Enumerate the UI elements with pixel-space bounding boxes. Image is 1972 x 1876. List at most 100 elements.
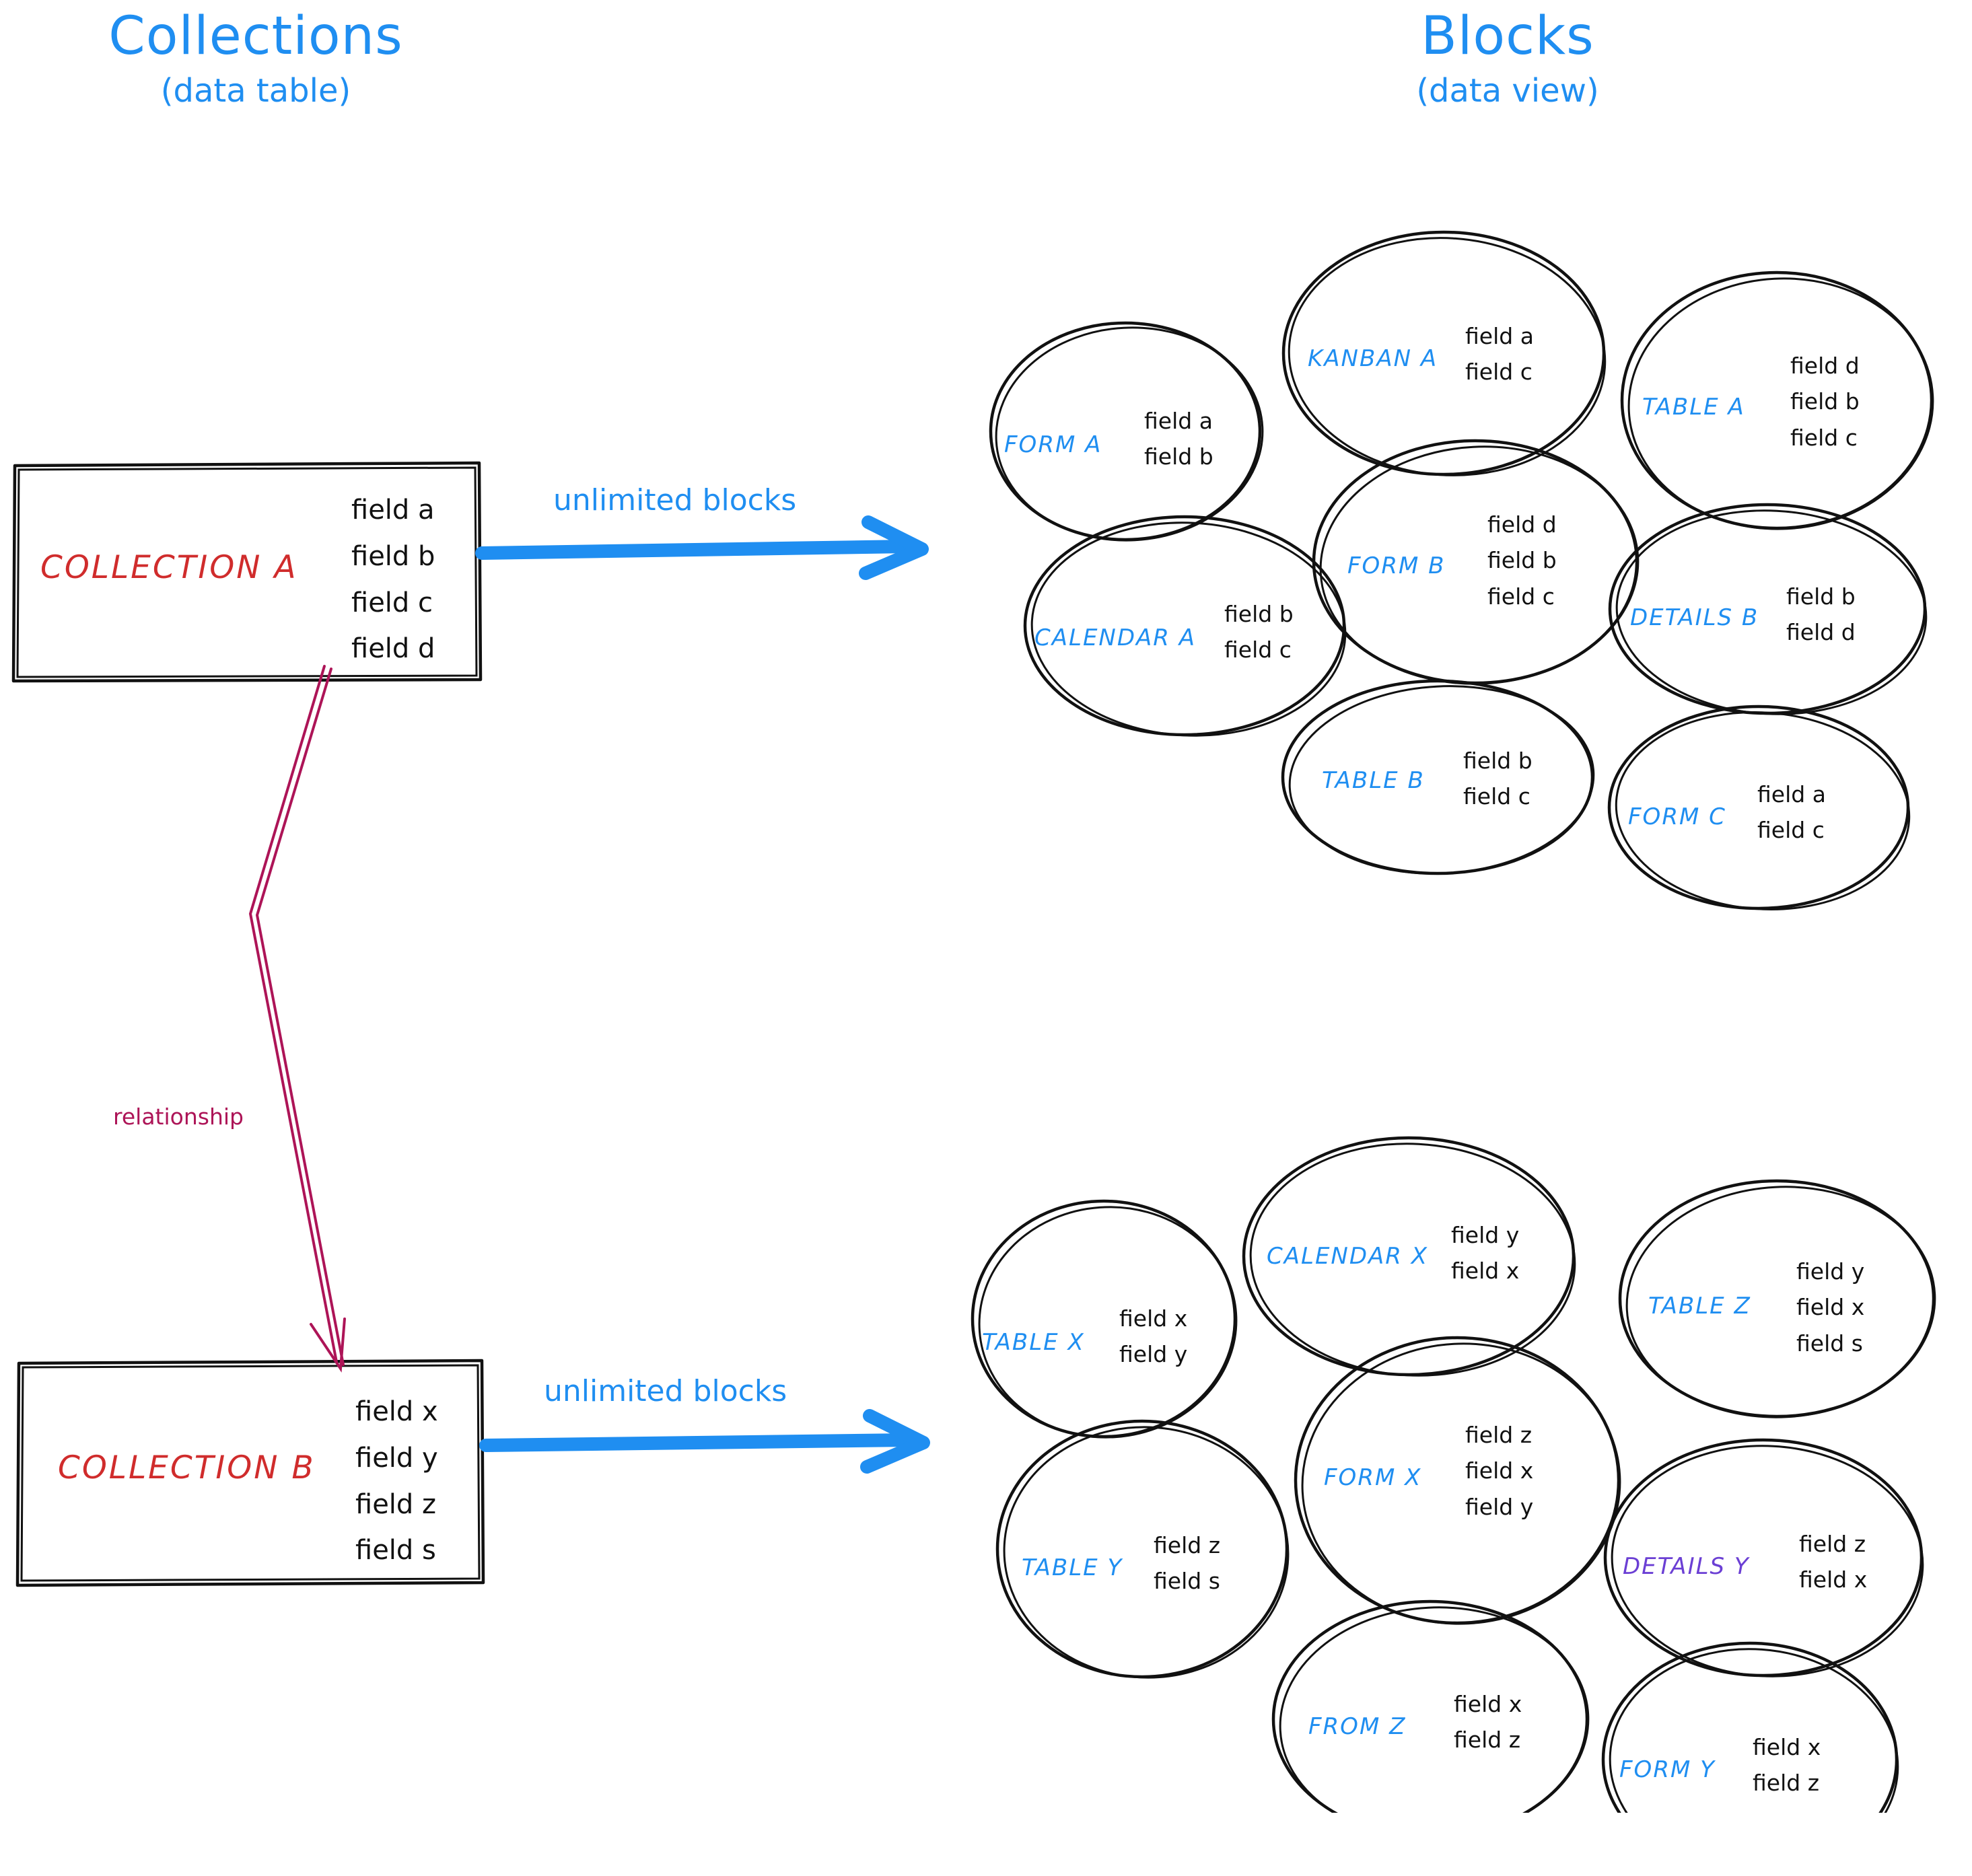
arrow-label-unlimited-blocks-a: unlimited blocks (553, 483, 797, 517)
block-fields: field z field x (1799, 1526, 1867, 1598)
block-fields: field a field c (1757, 777, 1826, 849)
collection-b-fields: field x field y field z field s (355, 1389, 438, 1574)
block-name: FORM X (1324, 1464, 1422, 1491)
collection-a-field: field a (351, 495, 435, 526)
block-form-x[interactable]: FORM X field z field x field y (1296, 1338, 1619, 1623)
collection-b[interactable]: COLLECTION B field x field y field z fie… (19, 1361, 483, 1585)
block-name: TABLE Y (1022, 1554, 1123, 1581)
block-name: FROM Z (1308, 1713, 1407, 1740)
blocks-title: Blocks (1421, 6, 1594, 67)
block-fields: field b field d (1786, 579, 1856, 651)
block-form-b[interactable]: FORM B field d field b field c (1314, 441, 1637, 683)
block-fields: field a field b (1144, 403, 1213, 475)
collection-a[interactable]: COLLECTION A field a field b field c fie… (15, 463, 481, 681)
block-field: field s (1154, 1568, 1220, 1595)
block-form-y[interactable]: FORM Y field x field z (1603, 1643, 1897, 1876)
block-name: TABLE B (1322, 767, 1425, 794)
block-fields: field b field c (1463, 743, 1533, 815)
block-name: FORM A (1004, 431, 1102, 458)
block-from-z[interactable]: FROM Z field x field z (1273, 1601, 1587, 1837)
collection-a-title: COLLECTION A (40, 549, 298, 586)
block-field: field b (1144, 443, 1213, 470)
block-kanban-a[interactable]: KANBAN A field a field c (1283, 232, 1604, 474)
block-name: CALENDAR X (1267, 1243, 1429, 1270)
block-field: field b (1786, 583, 1856, 610)
block-fields: field z field s (1154, 1527, 1220, 1599)
block-field: field d (1487, 511, 1557, 538)
block-name: DETAILS B (1630, 604, 1759, 631)
block-field: field b (1224, 601, 1294, 627)
block-table-z[interactable]: TABLE Z field y field x field s (1620, 1181, 1934, 1416)
block-field: field x (1799, 1566, 1868, 1593)
block-field: field x (1796, 1294, 1865, 1321)
block-field: field a (1144, 408, 1213, 434)
collection-a-fields: field a field b field c field d (351, 487, 435, 672)
block-name: CALENDAR A (1034, 624, 1196, 651)
block-field: field c (1790, 424, 1858, 451)
block-field: field b (1790, 388, 1860, 415)
block-fields: field y field x (1451, 1217, 1519, 1289)
block-name: KANBAN A (1308, 345, 1438, 372)
block-field: field c (1463, 783, 1530, 810)
block-field: field c (1487, 583, 1555, 610)
block-form-a[interactable]: FORM A field a field b (991, 324, 1260, 540)
block-fields: field d field b field c (1790, 348, 1860, 456)
block-calendar-a[interactable]: CALENDAR A field b field c (1025, 517, 1344, 735)
block-field: field x (1465, 1457, 1534, 1484)
block-name: FORM B (1347, 552, 1446, 579)
block-field: field d (1786, 619, 1856, 646)
block-field: field x (1454, 1691, 1522, 1717)
block-field: field x (1451, 1258, 1520, 1285)
block-fields: field b field c (1224, 596, 1294, 668)
block-calendar-x[interactable]: CALENDAR X field y field x (1244, 1138, 1574, 1375)
block-details-y[interactable]: DETAILS Y field z field x (1605, 1440, 1922, 1675)
block-name: TABLE X (982, 1329, 1085, 1356)
collection-b-field: field x (355, 1396, 438, 1427)
collection-b-field: field s (355, 1535, 436, 1566)
collection-a-field: field d (351, 633, 435, 665)
block-field: field z (1799, 1531, 1866, 1557)
block-field: field c (1757, 817, 1825, 844)
block-field: field z (1753, 1770, 1820, 1797)
collections-title: Collections (108, 6, 403, 67)
block-field: field x (1753, 1734, 1821, 1760)
block-table-a[interactable]: TABLE A field d field b field c (1622, 273, 1932, 528)
block-field: field d (1790, 353, 1860, 379)
block-table-b[interactable]: TABLE B field b field c (1283, 681, 1592, 873)
block-fields: field x field z (1753, 1729, 1821, 1801)
block-fields: field d field b field c (1487, 507, 1557, 614)
block-details-b[interactable]: DETAILS B field b field d (1610, 505, 1925, 713)
diagram-canvas: .sk{fill:none;stroke:#111;stroke-width:4… (11, 9, 1936, 1813)
block-name: FORM C (1628, 803, 1726, 830)
collection-b-title: COLLECTION B (58, 1449, 316, 1486)
block-name: FORM Y (1619, 1756, 1716, 1783)
collection-a-field: field c (351, 587, 433, 618)
arrow-unlimited-blocks-a (475, 515, 929, 580)
block-field: field x (1119, 1305, 1188, 1332)
block-fields: field x field y (1119, 1301, 1187, 1373)
block-field: field y (1465, 1493, 1534, 1520)
blocks-subtitle: (data view) (1416, 71, 1599, 110)
block-field: field c (1465, 359, 1533, 386)
collection-a-field: field b (351, 540, 435, 572)
block-fields: field y field x field s (1796, 1254, 1864, 1361)
block-field: field s (1796, 1330, 1863, 1357)
column-heading-collections: Collections (data table) (40, 9, 471, 108)
arrow-unlimited-blocks-b (479, 1409, 930, 1474)
collection-b-field: field y (355, 1442, 438, 1474)
block-field: field b (1487, 547, 1557, 574)
block-fields: field x field z (1454, 1686, 1522, 1758)
block-field: field a (1757, 781, 1826, 807)
relationship-connector (248, 665, 346, 1373)
block-field: field y (1451, 1222, 1520, 1248)
block-field: field c (1224, 637, 1292, 663)
block-fields: field a field c (1465, 318, 1534, 390)
block-table-y[interactable]: TABLE Y field z field s (997, 1421, 1287, 1677)
block-field: field z (1454, 1727, 1521, 1754)
block-form-c[interactable]: FORM C field a field c (1609, 707, 1908, 908)
block-table-x[interactable]: TABLE X field x field y (973, 1201, 1235, 1437)
column-heading-blocks: Blocks (data view) (1292, 9, 1723, 108)
block-field: field a (1465, 323, 1534, 349)
relationship-label: relationship (113, 1104, 244, 1130)
block-name: DETAILS Y (1623, 1553, 1750, 1580)
